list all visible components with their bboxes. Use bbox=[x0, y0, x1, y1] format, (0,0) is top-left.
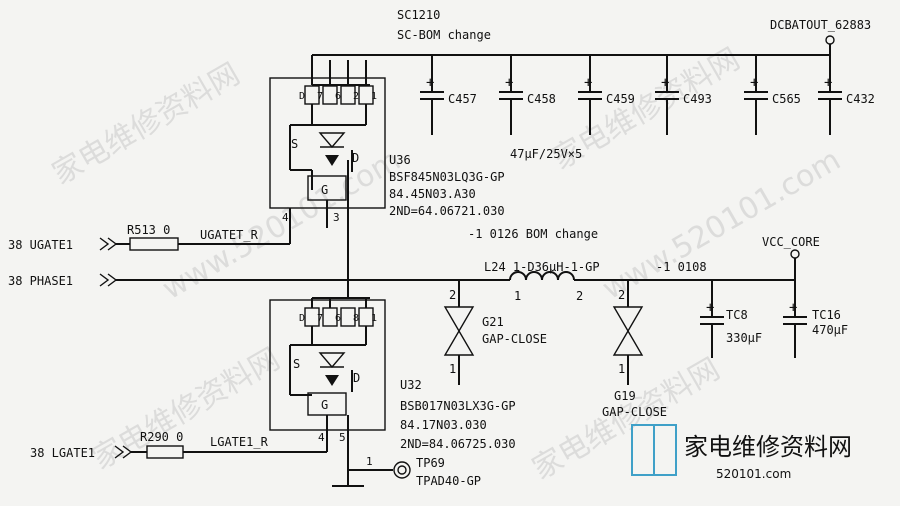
pin-label: D bbox=[299, 91, 305, 102]
phase-connector-icon bbox=[99, 273, 118, 287]
vcc-core-terminal bbox=[790, 249, 800, 259]
top-capacitor-bank bbox=[420, 55, 842, 135]
g21-desc: GAP-CLOSE bbox=[482, 332, 547, 346]
pin-label: 6 bbox=[335, 91, 341, 102]
sc1210-label: SC1210 bbox=[397, 8, 440, 22]
vcc-core-label: VCC_CORE bbox=[762, 235, 820, 249]
polarity-mark: + bbox=[426, 75, 434, 91]
cap-label: C457 bbox=[448, 92, 477, 106]
polarity-mark: + bbox=[706, 300, 714, 316]
inductor-bom: -1 0108 bbox=[656, 260, 707, 274]
polarity-mark: + bbox=[750, 75, 758, 91]
u32-part: BSB017N03LX3G-GP bbox=[400, 399, 516, 413]
pin-label: D bbox=[353, 371, 360, 385]
logo-url-text: 520101.com bbox=[716, 467, 791, 481]
polarity-mark: + bbox=[584, 75, 592, 91]
dcbatout-label: DCBATOUT_62883 bbox=[770, 18, 871, 32]
pin-label: S bbox=[291, 137, 298, 151]
tp69-ref: TP69 bbox=[416, 456, 445, 470]
tc8-ref: TC8 bbox=[726, 308, 748, 322]
pin-label: S bbox=[293, 357, 300, 371]
pin-label: 5 bbox=[339, 431, 346, 444]
tc16-value: 470μF bbox=[812, 323, 848, 337]
cap-label: C458 bbox=[527, 92, 556, 106]
pin-label: 7 bbox=[317, 91, 323, 102]
r513-resistor bbox=[129, 237, 179, 251]
ugate-connector-icon bbox=[99, 237, 118, 251]
bom-change-mid: -1 0126 BOM change bbox=[468, 227, 598, 241]
pin-label: 6 bbox=[335, 313, 341, 324]
lgate-net-label: LGATE1_R bbox=[210, 435, 269, 449]
watermark-text: 家电维修资料网 bbox=[527, 352, 726, 487]
u36-ref: U36 bbox=[389, 153, 411, 167]
watermark-url: www.520101.com bbox=[157, 142, 407, 307]
watermark-text: 家电维修资料网 bbox=[47, 57, 246, 192]
inductor-l24 bbox=[509, 271, 575, 281]
pin-label: 8 bbox=[353, 313, 359, 324]
tp69-part: TPAD40-GP bbox=[416, 474, 481, 488]
r513-label: R513 0 bbox=[127, 223, 170, 237]
ugate-net-label: UGATET_R bbox=[200, 228, 259, 242]
g19-ref: G19 bbox=[614, 389, 636, 403]
gap-g19 bbox=[612, 280, 644, 385]
mosfet-u36 bbox=[269, 54, 386, 282]
u36-code: 84.45N03.A30 bbox=[389, 187, 476, 201]
g19-desc: GAP-CLOSE bbox=[602, 405, 667, 419]
pin-label: 1 bbox=[366, 455, 373, 468]
dcbatout-terminal bbox=[825, 35, 835, 45]
pin-label: G bbox=[321, 183, 328, 197]
pin-label: 4 bbox=[318, 431, 325, 444]
logo-cn-text: 家电维修资料网 bbox=[684, 433, 852, 461]
polarity-mark: + bbox=[824, 75, 832, 91]
cap-tc8 bbox=[700, 280, 724, 358]
u36-part: BSF845N03LQ3G-GP bbox=[389, 170, 505, 184]
polarity-mark: + bbox=[789, 300, 797, 316]
pin-label: 2 bbox=[576, 289, 583, 303]
pin-label: 2 bbox=[618, 288, 625, 302]
cap-label: C459 bbox=[606, 92, 635, 106]
pin-label: D bbox=[299, 313, 305, 324]
pin-label: G bbox=[321, 398, 328, 412]
lgate-signal: 38 LGATE1 bbox=[30, 446, 95, 460]
pin-label: 3 bbox=[333, 211, 340, 224]
u36-alt: 2ND=64.06721.030 bbox=[389, 204, 505, 218]
inductor-label: L24 1-D36μH-1-GP bbox=[484, 260, 600, 274]
watermark-url: www.520101.com bbox=[597, 142, 847, 307]
pin-label: D bbox=[352, 151, 359, 165]
pin-label: 2 bbox=[353, 91, 359, 102]
pin-label: 1 bbox=[449, 362, 456, 376]
pin-label: 4 bbox=[282, 211, 289, 224]
phase-signal: 38 PHASE1 bbox=[8, 274, 73, 288]
pin-label: 1 bbox=[618, 362, 625, 376]
r290-label: R290 0 bbox=[140, 430, 183, 444]
pin-label: 1 bbox=[371, 313, 377, 324]
u32-ref: U32 bbox=[400, 378, 422, 392]
pin-label: 1 bbox=[514, 289, 521, 303]
cap-value-label: 47μF/25V×5 bbox=[510, 147, 582, 161]
tc8-value: 330μF bbox=[726, 331, 762, 345]
pin-label: 7 bbox=[317, 313, 323, 324]
gap-g21 bbox=[443, 280, 475, 385]
watermark-logo: 家电维修资料网 520101.com bbox=[631, 424, 852, 481]
tc16-ref: TC16 bbox=[812, 308, 841, 322]
bom-change-top: SC-BOM change bbox=[397, 28, 491, 42]
pin-label: 1 bbox=[371, 91, 377, 102]
cap-label: C493 bbox=[683, 92, 712, 106]
polarity-mark: + bbox=[661, 75, 669, 91]
mosfet-u32 bbox=[269, 282, 386, 485]
cap-tc16 bbox=[783, 280, 807, 358]
u32-code: 84.17N03.030 bbox=[400, 418, 487, 432]
tp69-pad bbox=[393, 461, 411, 479]
cap-label: C565 bbox=[772, 92, 801, 106]
polarity-mark: + bbox=[505, 75, 513, 91]
g21-ref: G21 bbox=[482, 315, 504, 329]
cap-label: C432 bbox=[846, 92, 875, 106]
u32-alt: 2ND=84.06725.030 bbox=[400, 437, 516, 451]
ugate-signal: 38 UGATE1 bbox=[8, 238, 73, 252]
pin-label: 2 bbox=[449, 288, 456, 302]
